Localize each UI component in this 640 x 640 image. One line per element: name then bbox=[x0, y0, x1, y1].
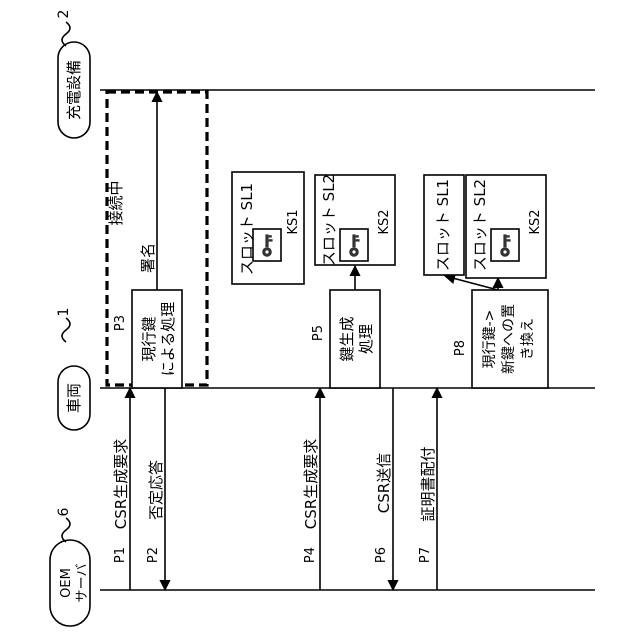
p8-id: P8 bbox=[453, 340, 468, 356]
p7-id: P7 bbox=[418, 547, 433, 563]
connecting-label: 接続中 bbox=[107, 180, 125, 225]
p1-label: CSR生成要求 bbox=[112, 439, 130, 529]
slot-c-ks2: KS2 bbox=[528, 209, 543, 234]
slot-c-sl1: スロット SL1 bbox=[434, 179, 452, 271]
oem-ref-leader bbox=[62, 518, 70, 542]
p3-id: P3 bbox=[113, 315, 128, 331]
p2-label: 否定応答 bbox=[147, 460, 165, 520]
p4-label: CSR生成要求 bbox=[302, 439, 320, 529]
p4-id: P4 bbox=[303, 547, 318, 563]
slot-a-ks1: KS1 bbox=[286, 209, 301, 234]
vehicle-ref: 1 bbox=[56, 308, 72, 317]
p5-line2: 処理 bbox=[357, 324, 375, 354]
slot-b-sl2: スロット SL2 bbox=[320, 174, 338, 266]
vehicle-label: 車両 bbox=[65, 383, 83, 413]
p3-line2: による処理 bbox=[159, 302, 177, 377]
p1-id: P1 bbox=[113, 547, 128, 563]
p5-id: P5 bbox=[311, 325, 326, 341]
vehicle-ref-leader bbox=[62, 318, 70, 342]
p2-id: P2 bbox=[146, 547, 161, 563]
oem-ref: 6 bbox=[56, 507, 72, 516]
slot-b-ks2: KS2 bbox=[377, 209, 392, 234]
signature-label: 署名 bbox=[139, 243, 157, 273]
charger-label: 充電設備 bbox=[65, 60, 83, 120]
p6-label: CSR送信 bbox=[375, 453, 393, 513]
p8-line2: 新鍵への置 bbox=[501, 304, 517, 374]
p5-line1: 鍵生成 bbox=[338, 316, 356, 361]
p8-line3: き換え bbox=[520, 318, 536, 360]
charger-ref: 2 bbox=[56, 10, 72, 19]
p7-label: 証明書配付 bbox=[419, 446, 437, 521]
p6-id: P6 bbox=[374, 547, 389, 563]
oem-label-1: OEM bbox=[59, 568, 74, 598]
p3-line1: 現行鍵 bbox=[140, 316, 158, 361]
oem-label-2: サーバ bbox=[75, 564, 90, 603]
slot-c-sl2: スロット SL2 bbox=[471, 179, 489, 271]
p8-line1: 現行鍵-> bbox=[482, 310, 498, 369]
